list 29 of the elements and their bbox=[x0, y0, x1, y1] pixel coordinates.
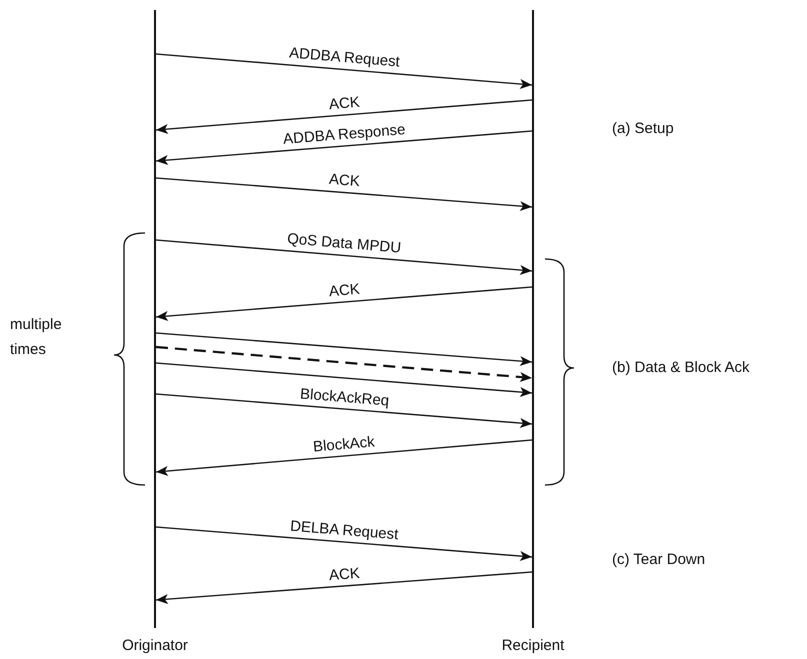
message-arrow bbox=[156, 439, 532, 476]
edge-label: ACK bbox=[328, 564, 360, 584]
message-arrow bbox=[156, 332, 532, 366]
message-arrow bbox=[156, 239, 532, 275]
note: (c) Tear Down bbox=[612, 551, 706, 569]
message-arrow bbox=[156, 571, 532, 604]
message-arrow bbox=[156, 393, 532, 428]
lifeline-label: Recipient bbox=[500, 637, 566, 655]
edge-label: BlockAck bbox=[312, 432, 376, 456]
message-arrow bbox=[156, 53, 532, 89]
message-arrow bbox=[156, 346, 532, 382]
edge-label: QoS Data MPDU bbox=[286, 230, 402, 257]
edge-label: BlockAckReq bbox=[298, 384, 390, 410]
lifeline-label: Originator bbox=[121, 637, 189, 655]
note: (a) Setup bbox=[612, 120, 674, 138]
message-arrow bbox=[156, 177, 532, 212]
message-arrow bbox=[156, 130, 532, 166]
edge-label: ADDBA Request bbox=[288, 44, 400, 71]
message-arrow bbox=[156, 99, 532, 134]
note: multiple times bbox=[10, 315, 63, 360]
edge-label: ACK bbox=[328, 280, 360, 300]
edge-label: ACK bbox=[328, 170, 360, 190]
edge-label: ACK bbox=[328, 93, 360, 113]
note: (b) Data & Block Ack bbox=[612, 359, 750, 377]
edge-label: ADDBA Response bbox=[282, 120, 406, 148]
edge-label: DELBA Request bbox=[290, 517, 399, 543]
message-arrow bbox=[156, 286, 532, 322]
message-arrow bbox=[156, 526, 532, 562]
message-arrow bbox=[156, 362, 532, 398]
